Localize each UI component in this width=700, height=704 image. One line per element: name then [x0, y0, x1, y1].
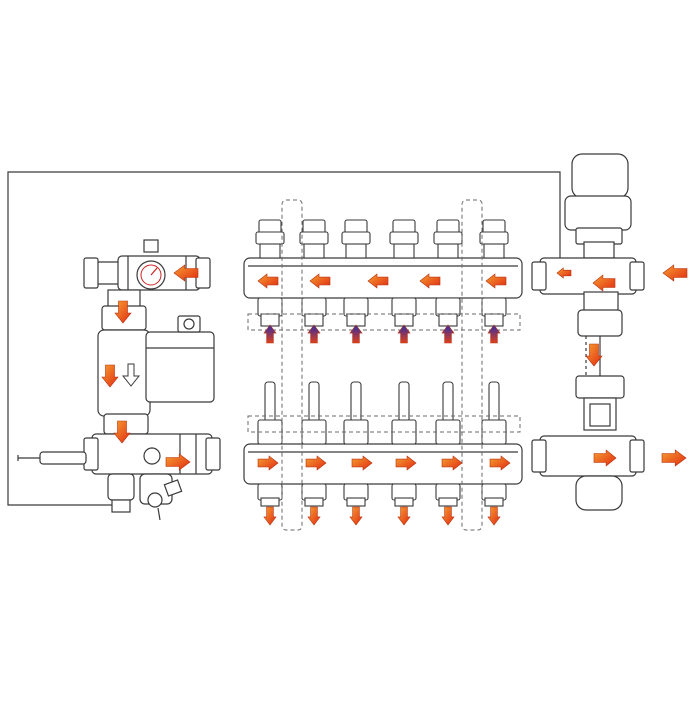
flow-arrow-right	[305, 455, 327, 471]
loop-outlet-arrow-down	[263, 506, 277, 526]
return-loop-flow-meter	[391, 381, 417, 507]
loop-return-arrow-up	[441, 324, 455, 344]
return-loop-flow-meter	[435, 381, 461, 507]
loop-outlet-arrow-down	[487, 506, 501, 526]
supply-loop-valve	[255, 219, 285, 327]
flow-meter	[531, 375, 645, 511]
flow-arrows	[101, 264, 688, 526]
loop-return-arrow-up	[263, 324, 277, 344]
loop-return-arrow-up	[307, 324, 321, 344]
flow-arrow-right	[351, 455, 373, 471]
loop-outlet-arrow-down	[441, 506, 455, 526]
thermostatic-mixing-valve	[531, 153, 645, 378]
temperature-sensor-probe	[17, 451, 87, 465]
pump-group	[17, 239, 221, 521]
return-loop-flow-meter	[257, 381, 283, 507]
return-manifold-bottom-bar	[243, 443, 523, 485]
loop-outlet-arrow-down	[307, 506, 321, 526]
flow-arrow-left	[309, 273, 331, 289]
flow-arrow-right	[441, 455, 463, 471]
return-outlet-arrow	[661, 449, 687, 467]
supply-loop-valve	[433, 219, 463, 327]
loop-return-arrow-up	[397, 324, 411, 344]
supply-loop-valve	[299, 219, 329, 327]
pump-outlet-arrow	[165, 453, 191, 471]
return-loop-flow-meter	[343, 381, 369, 507]
loop-return-arrow-up	[487, 324, 501, 344]
loop-outlet-arrow-down	[349, 506, 363, 526]
return-loop-flow-meter	[301, 381, 327, 507]
return-loop-flow-meter	[481, 381, 507, 507]
flow-arrow-right	[489, 455, 511, 471]
flow-arrow-left	[485, 273, 507, 289]
flow-arrow-left	[367, 273, 389, 289]
supply-loop-valve	[479, 219, 509, 327]
loop-outlet-arrow-down	[397, 506, 411, 526]
flow-arrow-left	[419, 273, 441, 289]
pressure-gauge	[136, 239, 166, 290]
flow-arrow-right	[257, 455, 279, 471]
loop-return-arrow-up	[349, 324, 363, 344]
mixing-valve-arrow	[592, 274, 616, 292]
pump-inlet-arrow	[173, 264, 199, 282]
mounting-brackets	[247, 199, 521, 531]
pump-down-arrow	[113, 420, 131, 444]
flow-arrow-right	[395, 455, 417, 471]
mixing-inlet-arrow	[662, 264, 688, 282]
mixing-down-arrow	[585, 343, 603, 367]
mixing-small-arrow	[556, 267, 572, 279]
pump-down-arrow	[101, 364, 119, 388]
mixing-outlet-arrow	[593, 449, 617, 467]
circulation-pump	[97, 315, 215, 417]
pump-down-arrow	[114, 300, 132, 324]
flow-arrow-left	[257, 273, 279, 289]
